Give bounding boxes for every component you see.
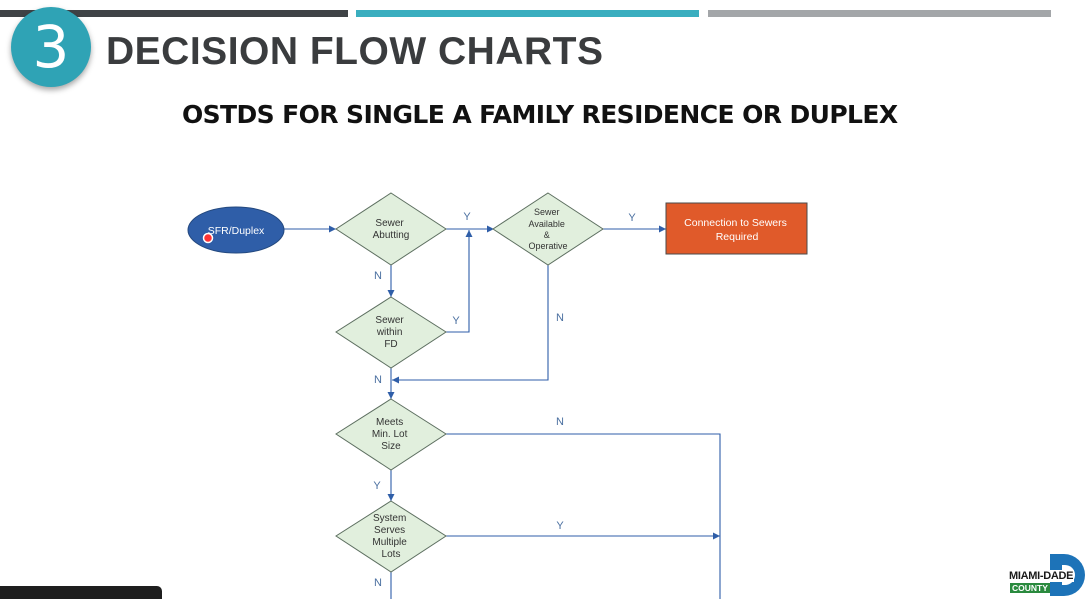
cursor-dot-icon (202, 232, 214, 244)
decision-sewer-within: Sewer within FD (335, 296, 447, 369)
decision-multiple-lots: System Serves Multiple Lots (335, 500, 447, 573)
decision-text: Operative (528, 241, 567, 251)
svg-text:Sewer within FD: Sewer within FD (375, 315, 406, 350)
svg-text:Sewer Available &: Sewer Available & Operative (528, 207, 567, 251)
decision-lot-size: Meets Min. Lot Size (335, 398, 447, 471)
edge-label-yes: Y (556, 520, 564, 532)
decision-sewer-available: Sewer Available & Operative (492, 192, 604, 266)
decision-text: System (373, 513, 406, 524)
decision-text: Abutting (373, 230, 410, 241)
edge-available-no (392, 265, 549, 384)
decision-sewer-abutting: Sewer Abutting (335, 192, 447, 266)
top-bar-gray (708, 10, 1051, 17)
edge-label-no: N (556, 416, 564, 428)
result-text: Required (716, 231, 759, 243)
decision-text: Multiple (372, 537, 407, 548)
edge-label-no: N (556, 312, 564, 324)
section-number-badge: 3 (11, 7, 91, 87)
edge-label-no: N (374, 577, 382, 589)
edge-label-yes: Y (463, 211, 471, 223)
result-connection-required: Connection to Sewers Required (665, 202, 808, 255)
svg-text:Meets Min. Lot Siz: Meets Min. Lot Size (372, 417, 410, 452)
miami-dade-logo: MIAMI-DADE COUNTY (1008, 553, 1088, 597)
decision-text: Sewer (534, 207, 560, 217)
decision-text: Serves (374, 525, 405, 536)
edge-label-no: N (374, 270, 382, 282)
edge-label-yes: Y (452, 315, 460, 327)
svg-text:Connection to Sewers Req: Connection to Sewers Required (684, 217, 790, 243)
decision-text: within (376, 327, 403, 338)
top-bar-dark (0, 10, 348, 17)
svg-text:System Serves Mult: System Serves Multiple Lots (372, 513, 409, 560)
decision-text: Size (381, 441, 401, 452)
decision-text: & (544, 230, 550, 240)
video-overlay-strip (0, 586, 162, 599)
edge-label-yes: Y (628, 212, 636, 224)
logo-subtext: COUNTY (1010, 583, 1050, 593)
edge-label-yes: Y (373, 480, 381, 492)
decision-text: Sewer (375, 218, 404, 229)
slide-subtitle: OSTDS FOR SINGLE A FAMILY RESIDENCE OR D… (182, 100, 898, 129)
decision-text: Lots (382, 549, 401, 560)
top-bar-teal (356, 10, 699, 17)
decision-text: Available (529, 219, 565, 229)
decision-text: Sewer (375, 315, 404, 326)
decision-text: FD (384, 339, 397, 350)
page-title: DECISION FLOW CHARTS (106, 30, 604, 73)
decision-text: Min. Lot (372, 429, 408, 440)
result-text: Connection to Sewers (684, 217, 787, 229)
node-start-label: SFR/Duplex (208, 225, 265, 237)
edge-within-yes (446, 230, 473, 333)
node-start: SFR/Duplex (187, 206, 285, 254)
edge-lotsize-no (446, 433, 721, 599)
svg-text:Sewer Abutting: Sewer Abutting (373, 218, 410, 241)
logo-text: MIAMI-DADE (1008, 570, 1075, 582)
edge-label-no: N (374, 374, 382, 386)
decision-text: Meets (376, 417, 403, 428)
